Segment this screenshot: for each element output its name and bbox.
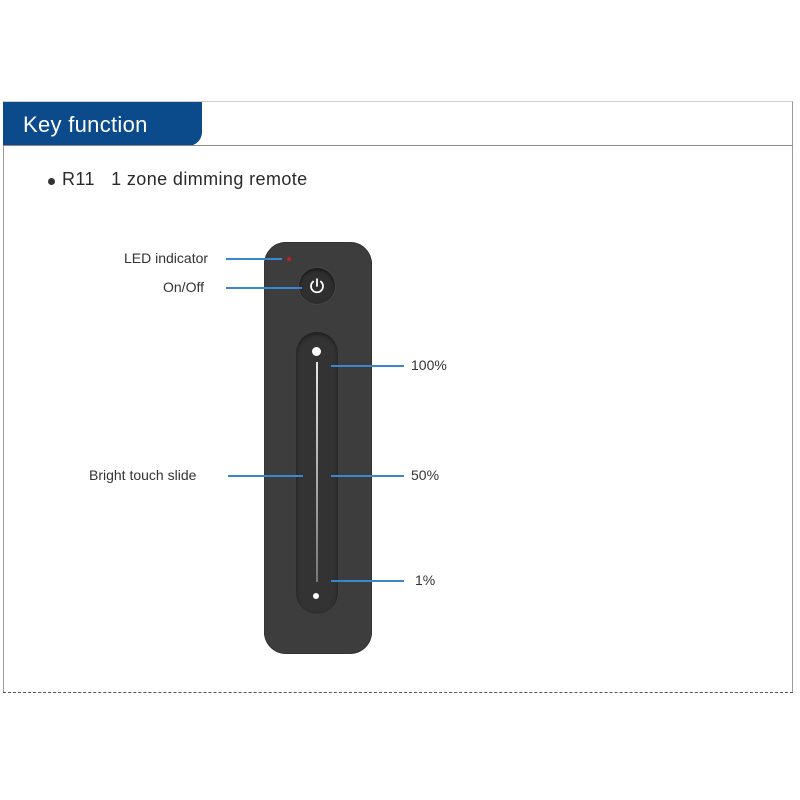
slider-bottom-dot [313,593,319,599]
dashed-divider [3,692,793,693]
power-icon [310,278,324,294]
section-title-tab: Key function [3,102,202,146]
callout-line-50 [331,475,404,477]
section-title: Key function [23,112,148,137]
label-level-100: 100% [411,357,447,373]
label-bright-touch-slide: Bright touch slide [89,467,197,483]
label-led-indicator: LED indicator [124,250,209,266]
diagram-frame [3,101,793,693]
led-indicator [287,257,291,261]
label-level-50: 50% [411,467,440,483]
callout-line-on-off [226,287,302,289]
label-on-off: On/Off [163,279,204,295]
callout-line-100 [331,365,404,367]
bullet-icon [48,178,55,185]
callout-line-slide [228,475,303,477]
subtitle: R11 1 zone dimming remote [62,169,308,189]
callout-line-led [226,258,282,260]
label-level-1: 1% [415,572,436,588]
slider-line [316,362,318,582]
title-rule [3,145,793,146]
on-off-button[interactable] [299,268,335,304]
callout-line-1 [331,580,404,582]
slider-top-dot [312,347,321,356]
